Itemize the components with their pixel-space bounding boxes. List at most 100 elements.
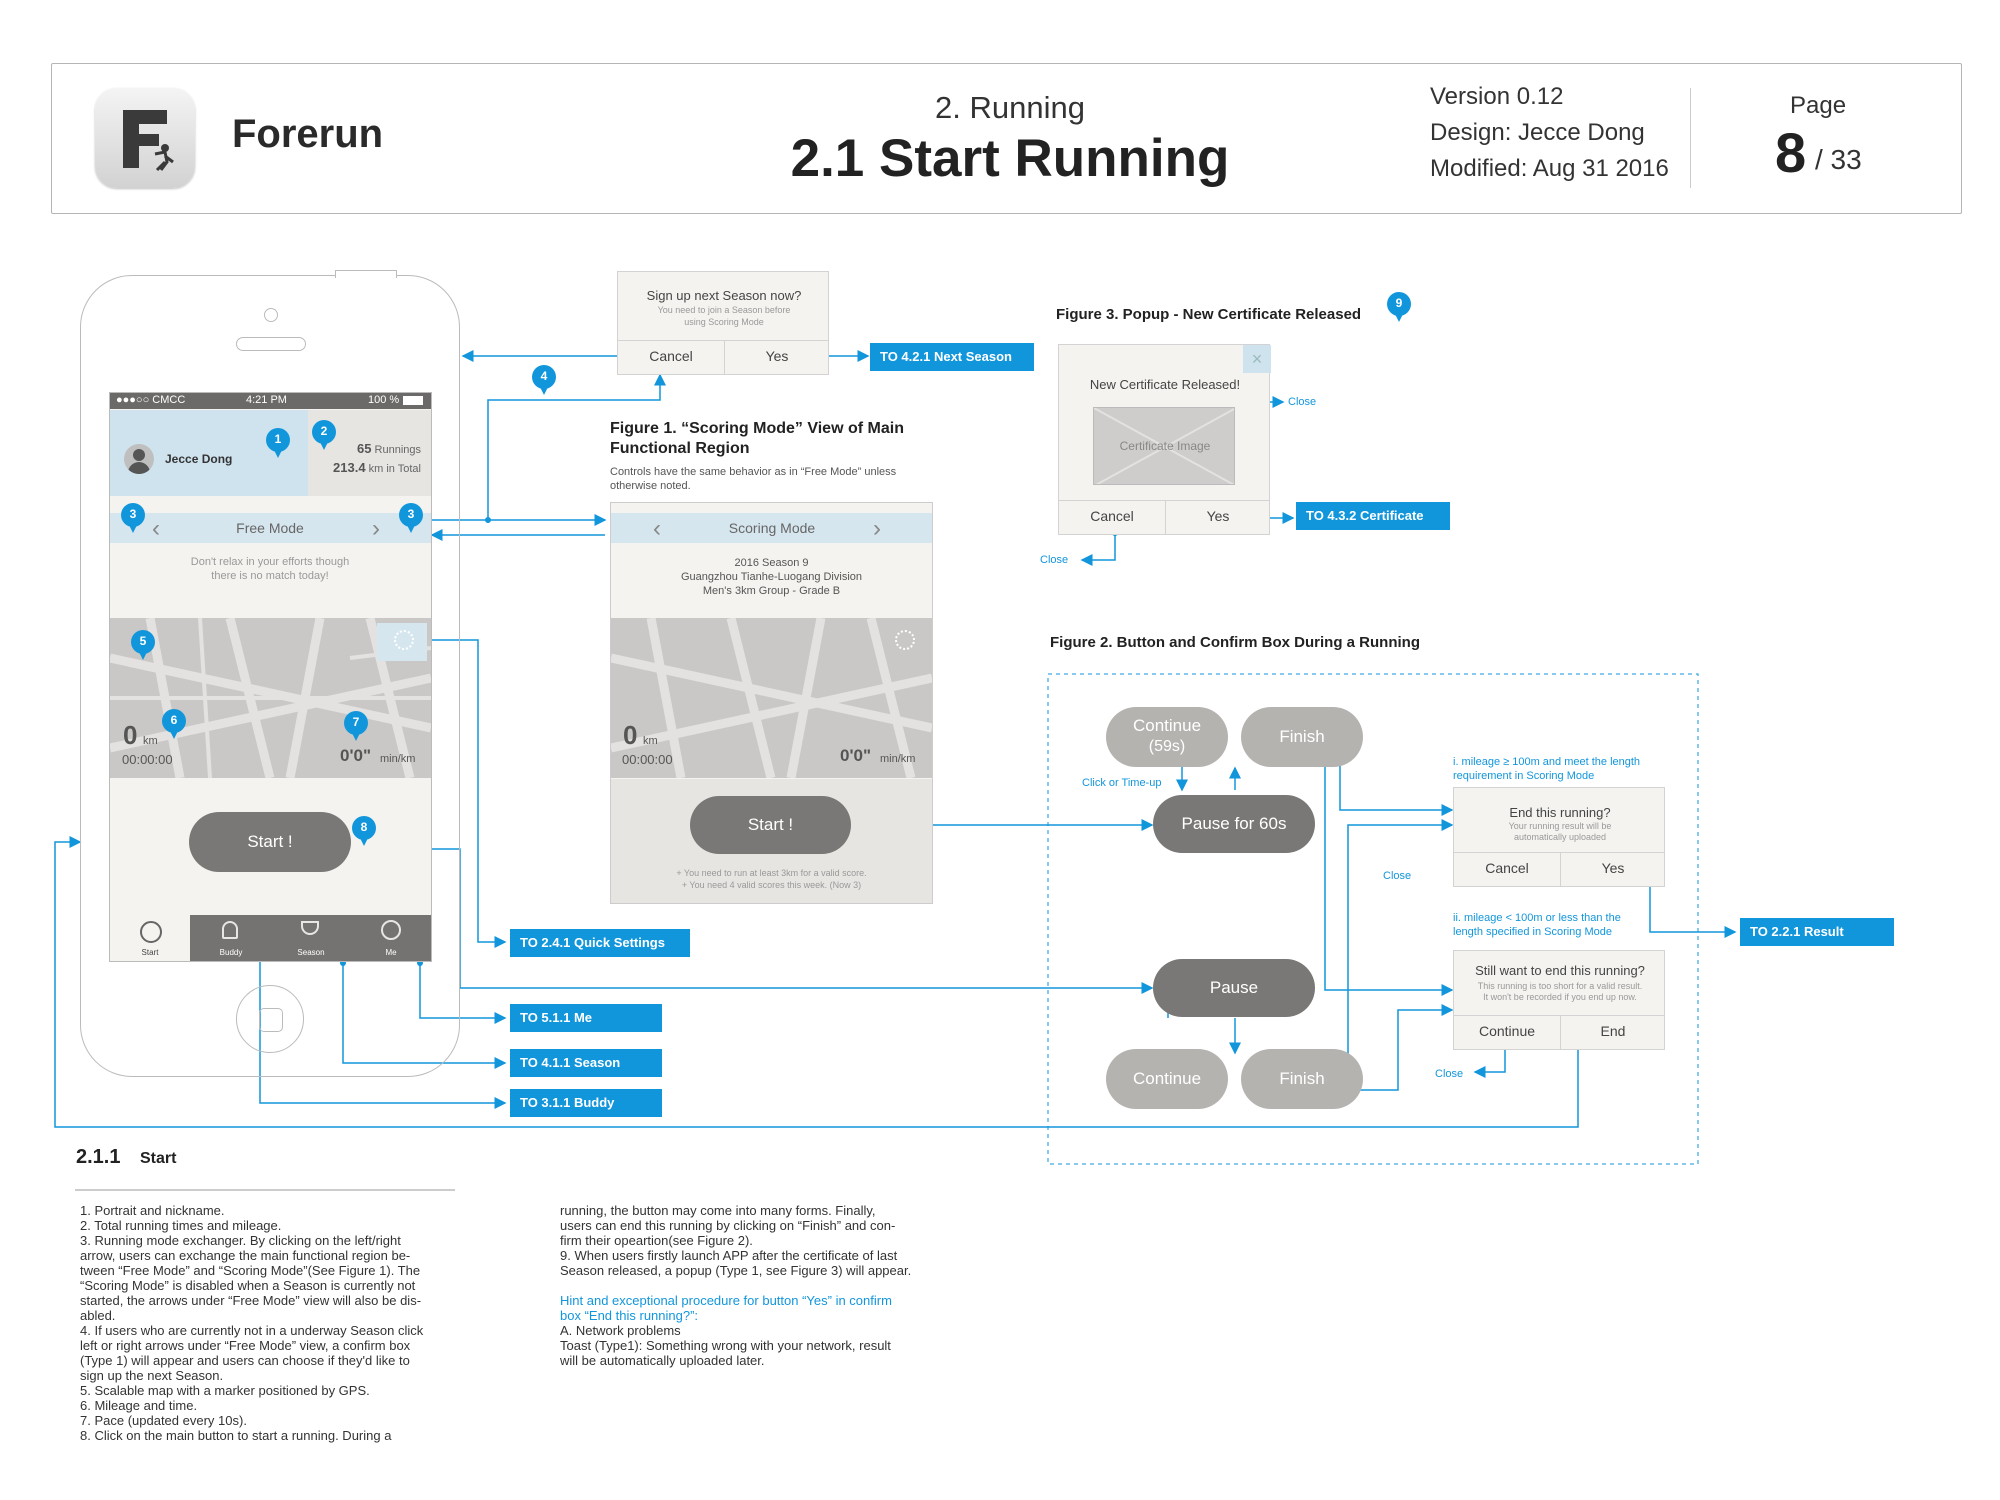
- tab-start[interactable]: Start: [110, 915, 190, 961]
- link-certificate[interactable]: TO 4.3.2 Certificate: [1296, 502, 1450, 530]
- link-buddy[interactable]: TO 3.1.1 Buddy: [510, 1089, 662, 1117]
- marker-pin-1: 1: [266, 428, 290, 460]
- signup-yes-button[interactable]: Yes: [765, 348, 789, 364]
- mode-right-arrow[interactable]: ›: [372, 515, 380, 542]
- total-distance: 213.4 km in Total: [333, 460, 421, 475]
- close-icon[interactable]: ×: [1243, 345, 1271, 373]
- home-button[interactable]: [236, 985, 304, 1053]
- phone-camera: [264, 308, 278, 322]
- link-result[interactable]: TO 2.2.1 Result: [1740, 918, 1894, 946]
- marker-pin-8a: 8: [352, 816, 376, 848]
- scoring-left-arrow[interactable]: ‹: [653, 515, 661, 542]
- buddy-icon: [222, 921, 238, 939]
- signup-dialog-title: Sign up next Season now?: [646, 288, 802, 303]
- tab-season-label: Season: [297, 948, 325, 957]
- still-end-end-button[interactable]: End: [1600, 1023, 1626, 1039]
- scoring-time-value: 00:00:00: [622, 752, 673, 767]
- phone-top-notch: [335, 270, 397, 278]
- link-me[interactable]: TO 5.1.1 Me: [510, 1004, 662, 1032]
- end-running-sub-1: Your running result will be: [1508, 821, 1612, 831]
- scoring-map-view[interactable]: [611, 618, 932, 778]
- start-button[interactable]: Start !: [189, 812, 351, 872]
- carrier-text: ●●●○○ CMCC: [116, 394, 186, 406]
- note-i-line-2: requirement in Scoring Mode: [1453, 770, 1595, 782]
- marker-pin-2: 2: [312, 420, 336, 452]
- pace-unit: min/km: [380, 753, 416, 765]
- certificate-heading: New Certificate Released!: [1089, 377, 1241, 392]
- tab-season[interactable]: Season: [271, 915, 351, 961]
- doc-section-number: 2.1.1: [76, 1146, 121, 1168]
- scoring-note-1: + You need to run at least 3km for a val…: [676, 868, 867, 878]
- season-name: 2016 Season 9: [734, 557, 809, 569]
- figure1-desc-1: Controls have the same behavior as in “F…: [610, 466, 897, 478]
- pause-60s-button[interactable]: Pause for 60s: [1153, 795, 1315, 853]
- tab-start-label: Start: [141, 948, 159, 957]
- end-running-yes-button[interactable]: Yes: [1601, 860, 1625, 876]
- map-view[interactable]: [110, 618, 431, 778]
- link-next-season[interactable]: TO 4.2.1 Next Season: [870, 343, 1034, 371]
- scoring-distance-unit: km: [643, 735, 658, 747]
- modified-text: Modified: Aug 31 2016: [1430, 155, 1669, 182]
- distance-value: 0: [123, 720, 138, 750]
- figure2-title: Figure 2. Button and Confirm Box During …: [1050, 634, 1420, 651]
- certificate-image: Certificate Image: [1093, 407, 1235, 485]
- page-label: Page: [1790, 92, 1847, 119]
- end-running-confirm-box: End this running? Your running result wi…: [1453, 787, 1665, 887]
- signup-cancel-button[interactable]: Cancel: [618, 341, 725, 374]
- scoring-distance-value: 0: [623, 720, 638, 750]
- end-running-sub-2: automatically uploaded: [1513, 832, 1607, 842]
- still-end-sub-2: It won't be recorded if you end up now.: [1483, 992, 1637, 1002]
- header-divider: [1690, 88, 1691, 188]
- scoring-pace-value: 0'0": [840, 746, 872, 765]
- signup-dialog-subtitle-2: using Scoring Mode: [684, 317, 764, 327]
- link-quick-settings[interactable]: TO 2.4.1 Quick Settings: [510, 929, 690, 957]
- finish-button-bottom[interactable]: Finish: [1241, 1049, 1363, 1109]
- box1-close-note: Close: [1383, 870, 1412, 882]
- version-text: Version 0.12: [1430, 83, 1564, 110]
- link-season[interactable]: TO 4.1.1 Season: [510, 1049, 662, 1077]
- pause-button[interactable]: Pause: [1153, 959, 1315, 1017]
- continue-59s-button[interactable]: Continue (59s): [1106, 707, 1228, 767]
- scoring-gear-icon[interactable]: [895, 630, 915, 650]
- time-value: 00:00:00: [122, 752, 173, 767]
- certificate-yes-button[interactable]: Yes: [1206, 508, 1230, 524]
- marker-pin-6: 6: [162, 709, 186, 741]
- clock-text: 4:21 PM: [246, 394, 287, 406]
- certificate-popup: New Certificate Released! Certificate Im…: [1058, 344, 1271, 535]
- avatar: [124, 444, 154, 474]
- doc-hint-2: box “End this running?”:: [560, 1308, 699, 1323]
- finish-button-top[interactable]: Finish: [1241, 707, 1363, 767]
- figure1-desc-2: otherwise noted.: [610, 480, 691, 492]
- app-name: Forerun: [232, 112, 384, 156]
- scoring-start-button[interactable]: Start !: [690, 796, 851, 854]
- signup-season-dialog: Sign up next Season now? You need to joi…: [617, 271, 829, 375]
- phone-frame: [80, 275, 460, 1077]
- mode-label: Free Mode: [236, 520, 304, 536]
- continue-button-bottom[interactable]: Continue: [1106, 1049, 1228, 1109]
- scoring-pace-unit: min/km: [880, 753, 916, 765]
- click-or-timeup-note: Click or Time-up: [1082, 777, 1162, 789]
- season-division: Guangzhou Tianhe-Luogang Division: [680, 571, 863, 583]
- marker-pin-4: 4: [532, 365, 556, 397]
- scoring-mode-label: Scoring Mode: [728, 520, 816, 536]
- tab-buddy[interactable]: Buddy: [191, 915, 271, 961]
- note-i-line-1: i. mileage ≥ 100m and meet the length: [1453, 756, 1641, 768]
- scoring-note-2: + You need 4 valid scores this week. (No…: [681, 880, 862, 890]
- runnings-count: 65 Runnings: [356, 441, 421, 456]
- figure1-title-2: Functional Region: [610, 440, 750, 457]
- mode-left-arrow[interactable]: ‹: [152, 515, 160, 542]
- battery-icon: [403, 396, 423, 405]
- gear-icon: [394, 630, 414, 650]
- note-ii-line-1: ii. mileage < 100m or less than the: [1453, 912, 1621, 924]
- marker-pin-9: 9: [1387, 292, 1411, 324]
- scoring-right-arrow[interactable]: ›: [873, 515, 881, 542]
- page-number: 8: [1775, 121, 1807, 184]
- certificate-close-note-2: Close: [1040, 554, 1069, 566]
- still-end-continue-button[interactable]: Continue: [1454, 1016, 1561, 1049]
- marker-pin-7: 7: [344, 711, 368, 743]
- certificate-cancel-button[interactable]: Cancel: [1059, 501, 1166, 534]
- marker-pin-3b: 3: [399, 503, 423, 535]
- app-logo: [95, 88, 195, 188]
- tab-me[interactable]: Me: [351, 915, 431, 961]
- end-running-cancel-button[interactable]: Cancel: [1454, 853, 1561, 886]
